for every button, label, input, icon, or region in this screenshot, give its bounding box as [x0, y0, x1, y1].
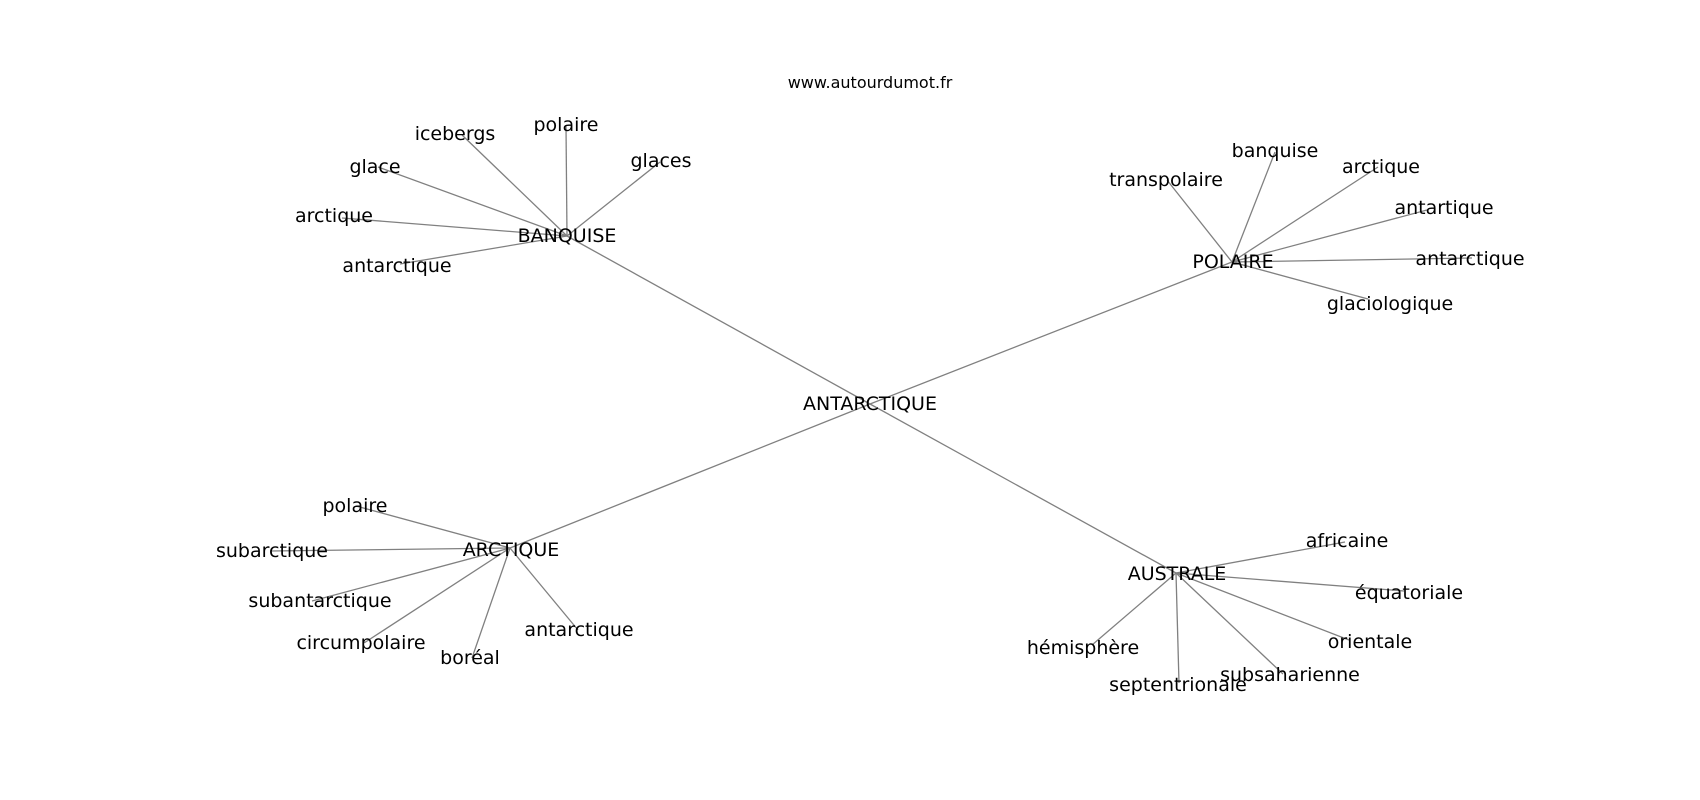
leaf-node-australe[interactable]: hémisphère — [1027, 637, 1139, 659]
leaf-node-arctique[interactable]: subarctique — [216, 540, 328, 562]
edge-arctique-leaf — [311, 547, 511, 602]
leaf-node-polaire[interactable]: antarctique — [1415, 248, 1524, 270]
edge-polaire-leaf — [1166, 179, 1233, 263]
edge-root-polaire — [869, 261, 1233, 405]
edge-root-arctique — [509, 403, 871, 549]
leaf-node-australe[interactable]: septentrionale — [1109, 674, 1247, 696]
edge-arctique-leaf — [355, 505, 511, 549]
edge-arctique-leaf — [471, 547, 511, 659]
leaf-node-banquise[interactable]: icebergs — [415, 123, 496, 145]
leaf-node-polaire[interactable]: transpolaire — [1109, 169, 1223, 191]
labels-layer: www.autourdumot.fr ANTARCTIQUE BANQUISE i… — [216, 73, 1525, 696]
edge-arctique-leaf — [363, 547, 511, 644]
edge-banquise-leaf — [399, 235, 568, 265]
root-node-label[interactable]: ANTARCTIQUE — [803, 393, 937, 415]
leaf-node-banquise[interactable]: antarctique — [342, 255, 451, 277]
edge-australe-leaf — [1175, 541, 1346, 574]
hub-node-polaire[interactable]: POLAIRE — [1192, 251, 1273, 273]
leaf-node-polaire[interactable]: antartique — [1394, 197, 1493, 219]
leaf-node-arctique[interactable]: boréal — [440, 647, 500, 669]
edge-australe-leaf — [1175, 572, 1350, 641]
edge-polaire-leaf — [1231, 151, 1276, 263]
leaf-node-arctique[interactable]: circumpolaire — [296, 632, 425, 654]
edge-australe-leaf — [1175, 572, 1405, 592]
edge-arctique-leaf — [509, 547, 579, 631]
edge-banquise-leaf — [377, 166, 568, 237]
leaf-node-arctique[interactable]: subantarctique — [248, 590, 391, 612]
leaf-node-banquise[interactable]: glaces — [630, 150, 691, 172]
edge-polaire-leaf — [1231, 261, 1369, 300]
leaf-node-banquise[interactable]: polaire — [534, 114, 599, 136]
leaf-node-arctique[interactable]: antarctique — [524, 619, 633, 641]
edge-australe-leaf — [1091, 572, 1177, 646]
leaf-node-arctique[interactable]: polaire — [323, 495, 388, 517]
edge-root-australe — [869, 403, 1177, 574]
edge-polaire-leaf — [1231, 166, 1379, 263]
edge-polaire-leaf — [1231, 209, 1428, 263]
edge-polaire-leaf — [1231, 257, 1473, 263]
edge-arctique-leaf — [270, 547, 511, 552]
leaf-node-australe[interactable]: africaine — [1306, 530, 1389, 552]
hub-node-australe[interactable]: AUSTRALE — [1128, 563, 1227, 585]
edge-banquise-leaf — [341, 217, 568, 237]
edge-banquise-leaf — [565, 125, 568, 237]
leaf-node-australe[interactable]: subsaharienne — [1220, 664, 1360, 686]
hub-node-banquise[interactable]: BANQUISE — [518, 225, 617, 247]
hub-node-arctique[interactable]: ARCTIQUE — [463, 539, 560, 561]
edge-australe-leaf — [1175, 572, 1180, 684]
edge-australe-leaf — [1175, 572, 1284, 675]
site-watermark: www.autourdumot.fr — [788, 73, 953, 92]
edges-layer — [270, 125, 1473, 684]
leaf-node-banquise[interactable]: arctique — [295, 205, 373, 227]
leaf-node-polaire[interactable]: arctique — [1342, 156, 1420, 178]
edge-root-banquise — [566, 235, 871, 405]
leaf-node-polaire[interactable]: glaciologique — [1327, 293, 1453, 315]
edge-banquise-leaf — [566, 161, 661, 237]
leaf-node-polaire[interactable]: banquise — [1232, 140, 1319, 162]
leaf-node-australe[interactable]: orientale — [1328, 631, 1413, 653]
leaf-node-australe[interactable]: équatoriale — [1355, 582, 1463, 604]
edge-banquise-leaf — [461, 134, 568, 237]
leaf-node-banquise[interactable]: glace — [349, 156, 400, 178]
